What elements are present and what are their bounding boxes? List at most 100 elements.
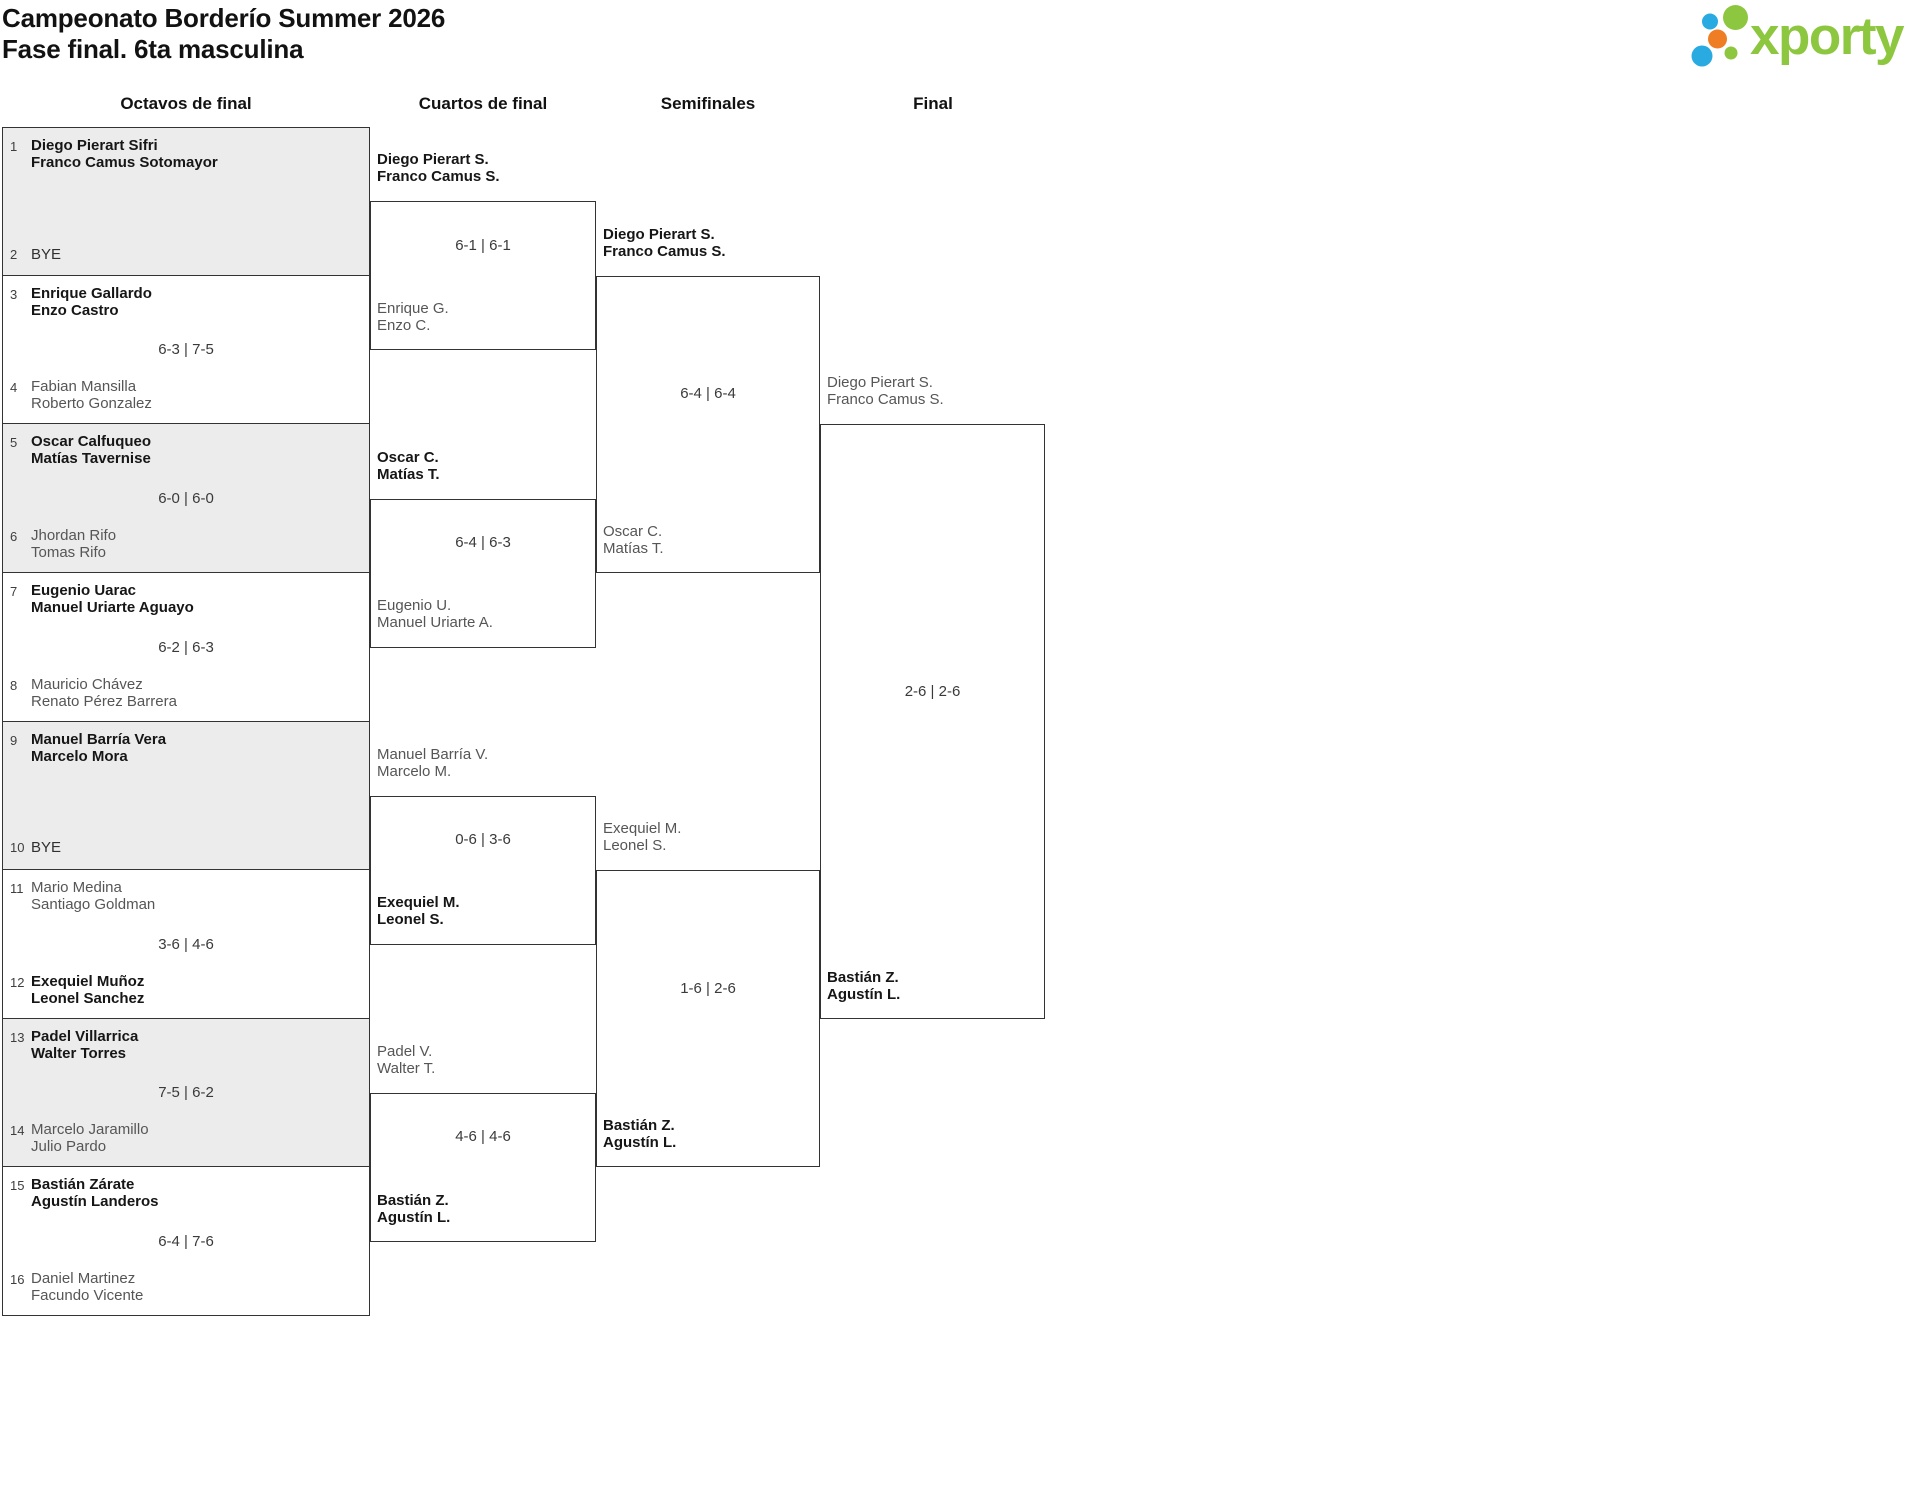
semifinals-score-2: 1-6 | 2-6 [680,980,736,997]
r16-seed-top-8: 15 [10,1178,25,1193]
quarterfinals-match-1[interactable] [370,201,596,350]
r16-seed-top-4: 7 [10,584,18,599]
quarterfinals-score-1: 6-1 | 6-1 [455,237,511,254]
quarterfinals-team-bottom-2-player: Eugenio U. [377,597,452,614]
r16-team-bottom-4-player: Renato Pérez Barrera [31,693,177,710]
r16-seed-bottom-8: 16 [10,1272,25,1287]
quarterfinals-team-top-2-player: Oscar C. [377,449,439,466]
quarterfinals-team-bottom-1-player: Enzo C. [377,317,431,334]
semifinals-score-1: 6-4 | 6-4 [680,385,736,402]
r16-team-bottom-8-player: Facundo Vicente [31,1287,144,1304]
r16-team-bottom-3-player: Tomas Rifo [31,544,107,561]
quarterfinals-team-bottom-3-player: Leonel S. [377,911,444,928]
r16-team-bottom-2-player: Fabian Mansilla [31,378,137,395]
quarterfinals-team-bottom-3-player: Exequiel M. [377,894,460,911]
quarterfinals-match-2[interactable] [370,499,596,648]
r16-score-2: 6-3 | 7-5 [158,341,214,358]
semifinals-match-1[interactable] [596,276,820,573]
quarterfinals-score-3: 0-6 | 3-6 [455,831,511,848]
semifinals-team-top-2-player: Leonel S. [603,837,667,854]
final-team-bottom-1-player: Agustín L. [827,986,901,1003]
quarterfinals-team-top-2-player: Matías T. [377,466,440,483]
r16-team-bottom-2-player: Roberto Gonzalez [31,395,152,412]
semifinals-team-bottom-2-player: Bastián Z. [603,1117,675,1134]
r16-team-bottom-8-player: Daniel Martinez [31,1270,136,1287]
quarterfinals-team-top-1-player: Franco Camus S. [377,168,500,185]
r16-team-top-6-player: Mario Medina [31,879,122,896]
tournament-name: Campeonato Borderío Summer 2026 [2,3,446,33]
r16-seed-bottom-3: 6 [10,529,18,544]
r16-score-7: 7-5 | 6-2 [158,1084,214,1101]
semifinals-team-bottom-1: Oscar C.Matías T. [603,523,664,557]
final-team-bottom-1: Bastián Z.Agustín L. [827,969,900,1003]
quarterfinals-team-top-3-player: Manuel Barría V. [377,746,489,763]
r16-seed-top-1: 1 [10,139,18,154]
r16-team-top-6-player: Santiago Goldman [31,896,156,913]
r16-seed-bottom-2: 4 [10,380,18,395]
quarterfinals-score-4: 4-6 | 4-6 [455,1128,511,1145]
r16-score-8: 6-4 | 7-6 [158,1233,214,1250]
quarterfinals-score-2: 6-4 | 6-3 [455,534,511,551]
r16-seed-bottom-6: 12 [10,975,25,990]
quarterfinals-team-top-4: Padel V.Walter T. [377,1043,435,1077]
r16-team-top-2-player: Enrique Gallardo [31,285,152,302]
r16-team-top-5-player: Marcelo Mora [31,748,128,765]
final-team-top-1-player: Franco Camus S. [827,391,944,408]
semifinals-team-top-1-player: Franco Camus S. [603,243,726,260]
semifinals-team-bottom-2: Bastián Z.Agustín L. [603,1117,676,1151]
quarterfinals-match-4[interactable] [370,1093,596,1242]
r16-score-4: 6-2 | 6-3 [158,639,214,656]
quarterfinals-team-bottom-4: Bastián Z.Agustín L. [377,1192,450,1226]
r16-seed-top-3: 5 [10,435,18,450]
quarterfinals-team-top-4-player: Walter T. [377,1060,436,1077]
r16-team-top-4-player: Eugenio Uarac [31,582,137,599]
final-match-1[interactable] [820,424,1045,1019]
r16-team-bottom-6-player: Leonel Sanchez [31,990,145,1007]
r16-team-top-2-player: Enzo Castro [31,302,119,319]
quarterfinals-team-top-3: Manuel Barría V.Marcelo M. [377,746,488,780]
r16-team-top-1-player: Franco Camus Sotomayor [31,154,218,171]
semifinals-match-2[interactable] [596,870,820,1167]
r16-team-top-5-player: Manuel Barría Vera [31,731,167,748]
r16-team-top-8-player: Agustín Landeros [31,1193,159,1210]
xporty-logo[interactable]: xporty [1688,2,1920,74]
r16-team-bottom-6-player: Exequiel Muñoz [31,973,145,990]
r16-score-6: 3-6 | 4-6 [158,936,214,953]
quarterfinals-team-top-2: Oscar C.Matías T. [377,449,440,483]
r16-team-bottom-3-player: Jhordan Rifo [31,527,117,544]
final-team-bottom-1-player: Bastián Z. [827,969,899,986]
r16-seed-bottom-5: 10 [10,840,25,855]
quarterfinals-team-top-1: Diego Pierart S.Franco Camus S. [377,151,500,185]
semifinals-team-top-2: Exequiel M.Leonel S. [603,820,681,854]
r16-team-top-7-player: Walter Torres [31,1045,127,1062]
quarterfinals-match-3[interactable] [370,796,596,945]
quarterfinals-team-bottom-4-player: Agustín L. [377,1209,451,1226]
round-header-2: Cuartos de final [418,94,548,113]
final-score-1: 2-6 | 2-6 [904,683,961,700]
xporty-dots-icon [1691,5,1748,67]
r16-bye-label-5: BYE [31,839,62,856]
xporty-wordmark: xporty [1750,7,1904,66]
r16-team-bottom-4-player: Mauricio Chávez [31,676,143,693]
r16-seed-top-6: 11 [10,881,24,896]
r16-team-top-7-player: Padel Villarrica [31,1028,139,1045]
r16-team-bottom-7-player: Marcelo Jaramillo [31,1121,149,1138]
